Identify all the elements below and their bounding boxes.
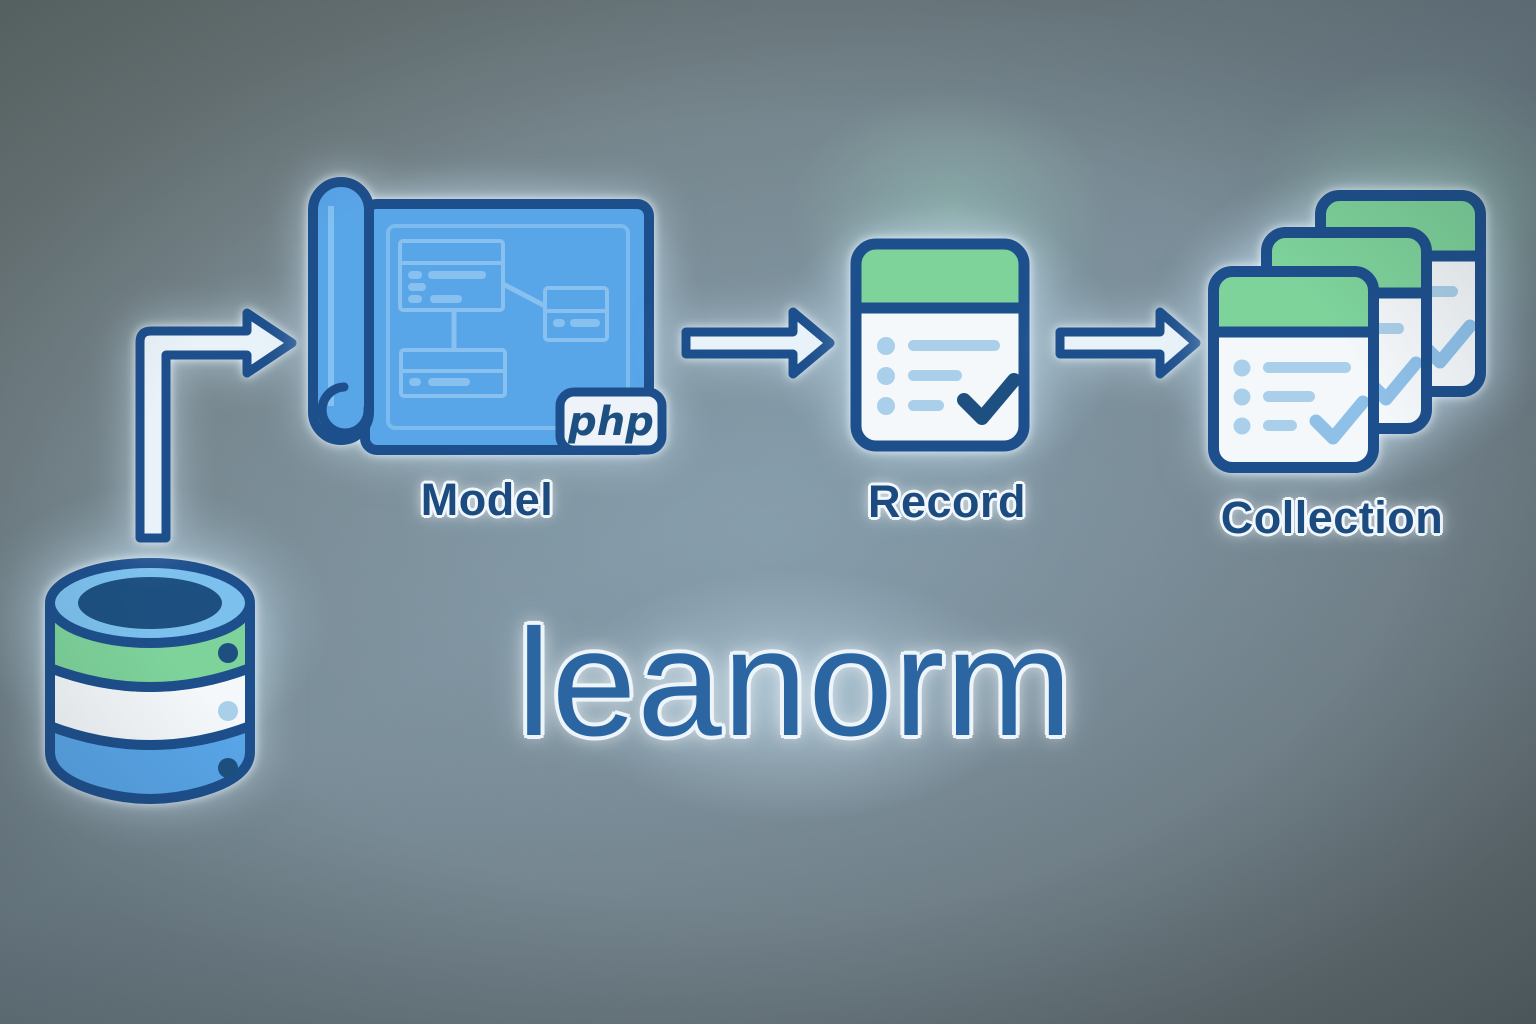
php-badge-label: php <box>567 399 654 445</box>
blueprint-roll <box>308 177 374 445</box>
collection-card-front <box>1214 272 1374 468</box>
php-badge: php <box>555 387 667 455</box>
record-label: Record <box>867 476 1027 527</box>
database-cylinder-icon <box>45 558 255 804</box>
model-label: Model <box>420 474 554 525</box>
record-rows <box>877 337 1000 415</box>
record-header <box>856 244 1024 308</box>
record-card-icon <box>850 238 1030 452</box>
db-dot-1 <box>218 643 238 663</box>
brand-title: leanorm <box>516 598 1074 768</box>
blueprint-schematic <box>398 239 609 398</box>
blueprint-scroll-icon: php <box>308 177 667 455</box>
blueprint-inner-border <box>386 224 630 430</box>
record-border <box>850 238 1030 452</box>
collection-label: Collection <box>1220 492 1444 543</box>
record-check-icon <box>957 373 1021 425</box>
arrow-model-to-record <box>681 307 835 379</box>
stacked-cards-icon <box>1208 190 1486 475</box>
blueprint-roll-curl <box>317 382 373 438</box>
arrow-record-to-collection <box>1055 307 1201 379</box>
elbow-arrow <box>135 308 297 543</box>
db-top-inner <box>78 577 222 629</box>
db-dot-3 <box>218 758 238 778</box>
db-dot-2 <box>218 701 238 721</box>
